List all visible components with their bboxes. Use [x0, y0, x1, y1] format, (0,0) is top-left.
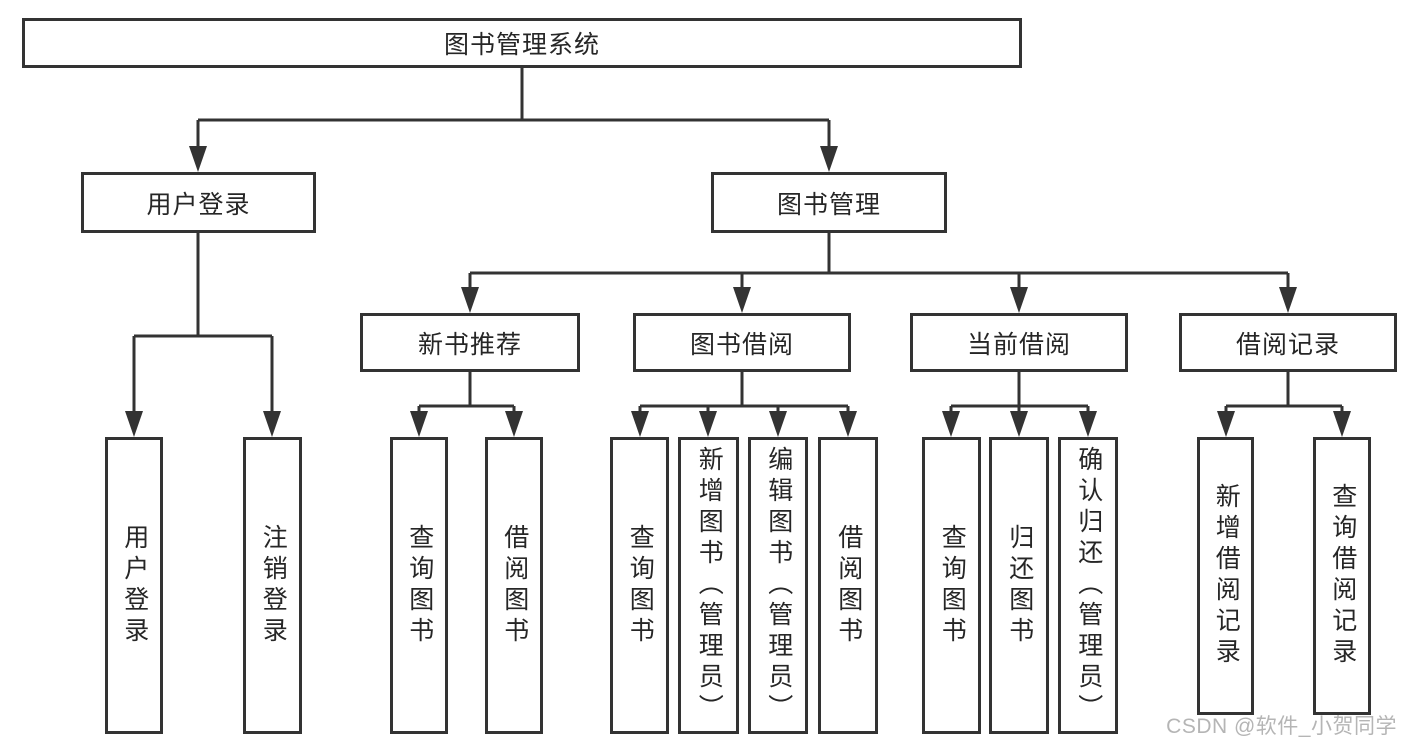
node-label: 查询图书 — [938, 523, 967, 648]
leaf-edit-books-admin: 编辑图书（管理员） — [748, 437, 808, 734]
node-label: 查询图书 — [626, 523, 655, 648]
node-label: 图书管理系统 — [443, 31, 600, 59]
node-label: 用户登录 — [146, 190, 251, 219]
node-borrow-records: 借阅记录 — [1179, 313, 1397, 372]
node-label: 借阅记录 — [1235, 330, 1340, 359]
leaf-query-books-recommend: 查询图书 — [390, 437, 448, 734]
leaf-borrow-books: 借阅图书 — [818, 437, 878, 734]
node-label: 新增借阅记录 — [1212, 483, 1241, 669]
node-new-book-recommend: 新书推荐 — [360, 313, 580, 372]
node-label: 图书管理 — [776, 190, 881, 219]
node-label: 确认归还（管理员） — [1074, 446, 1103, 725]
leaf-logout: 注销登录 — [243, 437, 302, 734]
node-label: 图书借阅 — [689, 330, 794, 359]
leaf-return-books: 归还图书 — [989, 437, 1049, 734]
node-book-management: 图书管理 — [711, 172, 947, 233]
leaf-query-borrow-record: 查询借阅记录 — [1313, 437, 1371, 715]
leaf-query-books-borrowing: 查询图书 — [610, 437, 669, 734]
node-label: 编辑图书（管理员） — [764, 446, 793, 725]
leaf-user-login: 用户登录 — [105, 437, 163, 734]
node-current-borrowing: 当前借阅 — [910, 313, 1128, 372]
leaf-add-books-admin: 新增图书（管理员） — [678, 437, 739, 734]
node-label: 查询借阅记录 — [1328, 483, 1357, 669]
leaf-borrow-books-recommend: 借阅图书 — [485, 437, 543, 734]
node-library-system: 图书管理系统 — [22, 18, 1022, 68]
node-label: 归还图书 — [1005, 523, 1034, 648]
node-label: 借阅图书 — [500, 523, 529, 648]
node-user-login: 用户登录 — [81, 172, 316, 233]
node-label: 注销登录 — [259, 523, 288, 648]
node-label: 用户登录 — [120, 523, 149, 648]
leaf-add-borrow-record: 新增借阅记录 — [1197, 437, 1254, 715]
csdn-watermark: CSDN @软件_小贺同学 — [1166, 715, 1397, 738]
node-book-borrowing: 图书借阅 — [633, 313, 851, 372]
leaf-confirm-return-admin: 确认归还（管理员） — [1058, 437, 1118, 734]
node-label: 借阅图书 — [834, 523, 863, 648]
node-label: 当前借阅 — [966, 330, 1071, 359]
node-label: 查询图书 — [405, 523, 434, 648]
node-label: 新增图书（管理员） — [695, 446, 724, 725]
leaf-query-books-current: 查询图书 — [922, 437, 981, 734]
node-label: 新书推荐 — [417, 330, 522, 359]
